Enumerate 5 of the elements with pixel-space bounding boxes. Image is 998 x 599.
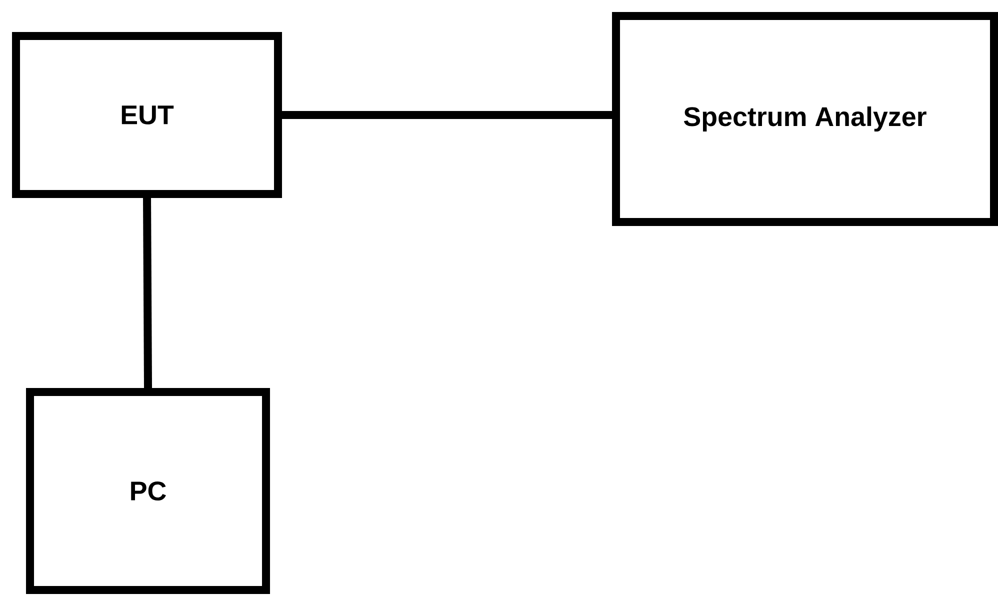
device-box: Spectrum Analyzer: [612, 12, 998, 226]
device-box: PC: [26, 388, 270, 594]
connector-line: [282, 111, 612, 119]
device-box: EUT: [12, 32, 282, 198]
connector-line: [143, 198, 152, 388]
